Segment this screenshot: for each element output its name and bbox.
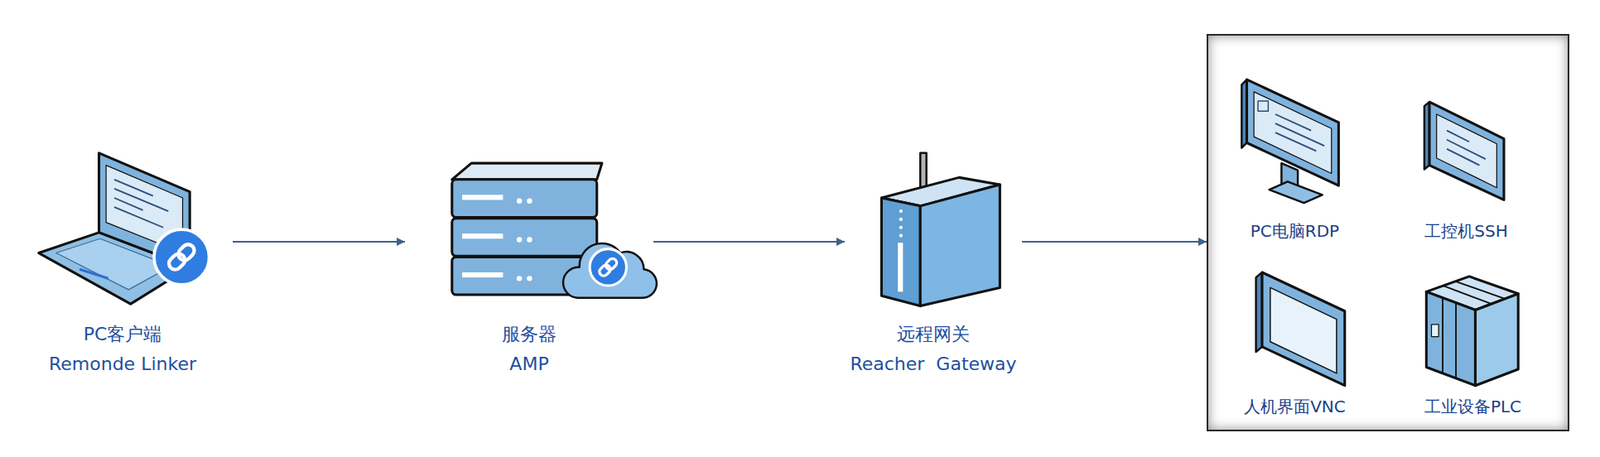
node-label: 工业设备PLC xyxy=(1404,394,1542,420)
node-label: Remonde Linker xyxy=(12,349,233,380)
label-group: 人机界面VNC xyxy=(1226,394,1364,420)
label-group: 服务器AMP xyxy=(404,319,654,380)
gateway-node: 远程网关Reacher Gateway xyxy=(844,140,1022,380)
laptop-icon xyxy=(38,153,210,304)
label-group: 工业设备PLC xyxy=(1404,394,1542,420)
plc-icon xyxy=(1426,276,1519,386)
node-label: PC客户端 xyxy=(12,319,233,350)
gateway-icon xyxy=(881,153,1000,307)
device-node: 工业设备PLC xyxy=(1404,259,1542,420)
label-group: 工控机SSH xyxy=(1397,218,1535,244)
industrial-pc-icon xyxy=(1424,101,1504,200)
device-node: 工控机SSH xyxy=(1397,72,1535,244)
flow-arrow xyxy=(232,240,405,243)
flow-arrow xyxy=(1021,240,1207,243)
node-label: 人机界面VNC xyxy=(1226,394,1364,420)
device-node: PC电脑RDP xyxy=(1226,72,1364,244)
server-node: 服务器AMP xyxy=(404,140,654,380)
node-label: PC电脑RDP xyxy=(1226,218,1364,244)
node-label: Reacher Gateway xyxy=(844,349,1022,380)
monitor-icon xyxy=(1241,79,1339,203)
label-group: 远程网关Reacher Gateway xyxy=(844,319,1022,380)
node-label: 工控机SSH xyxy=(1397,218,1535,244)
server-icon xyxy=(452,163,657,299)
node-label: AMP xyxy=(404,349,654,380)
hmi-icon xyxy=(1256,272,1345,386)
label-group: PC电脑RDP xyxy=(1226,218,1364,244)
device-group-box: PC电脑RDP 工控机SSH 人机界面VNC 工业设备PLC xyxy=(1206,33,1570,432)
device-node: 人机界面VNC xyxy=(1226,259,1364,420)
node-label: 远程网关 xyxy=(844,319,1022,350)
node-label: 服务器 xyxy=(404,319,654,350)
label-group: PC客户端Remonde Linker xyxy=(12,319,233,380)
client-node: PC客户端Remonde Linker xyxy=(12,140,233,380)
flow-arrow xyxy=(653,240,845,243)
